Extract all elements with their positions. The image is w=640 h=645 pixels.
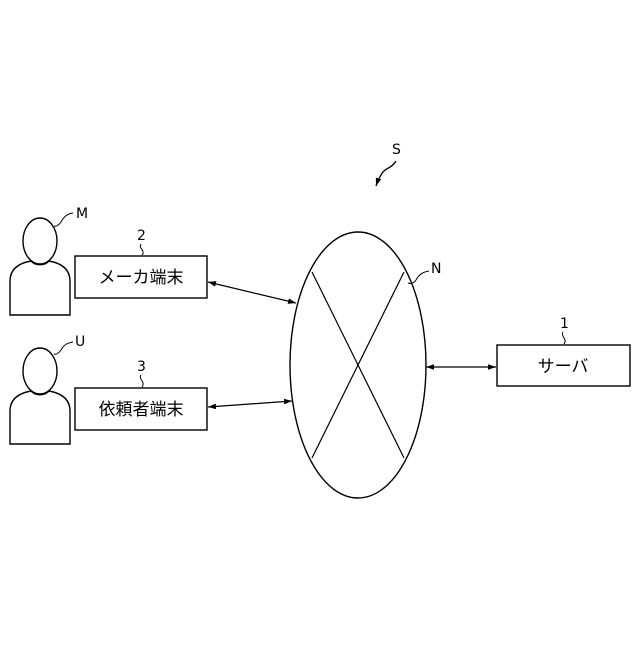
maker-person-icon: [10, 218, 70, 315]
requester-terminal-ref-label: 3: [137, 359, 146, 375]
system-label: S: [392, 142, 401, 158]
server-node: サーバ: [497, 345, 630, 386]
requester-terminal-label: 依頼者端末: [99, 400, 184, 420]
requester-terminal-node: 依頼者端末: [75, 388, 207, 430]
maker-person-ref-label: M: [76, 206, 88, 222]
maker-terminal-leader-line: [140, 244, 143, 255]
server-ref-label: 1: [560, 316, 569, 332]
maker-person-leader-line: [54, 213, 73, 226]
network-ref-label: N: [431, 261, 441, 277]
maker-terminal-ref-label: 2: [137, 228, 146, 244]
requester-person-leader-line: [54, 342, 73, 354]
maker-terminal-label: メーカ端末: [99, 268, 184, 288]
requester-person-ref-label: U: [75, 334, 85, 350]
server-leader-line: [562, 332, 565, 344]
requester-terminal-leader-line: [140, 375, 143, 387]
server-label: サーバ: [538, 357, 589, 377]
network-node: [290, 232, 426, 498]
requester-person-icon: [10, 348, 70, 444]
maker-network-connector: [208, 282, 296, 303]
requester-network-connector: [208, 401, 292, 407]
system-arrow: [376, 161, 396, 186]
maker-terminal-node: メーカ端末: [75, 256, 207, 298]
